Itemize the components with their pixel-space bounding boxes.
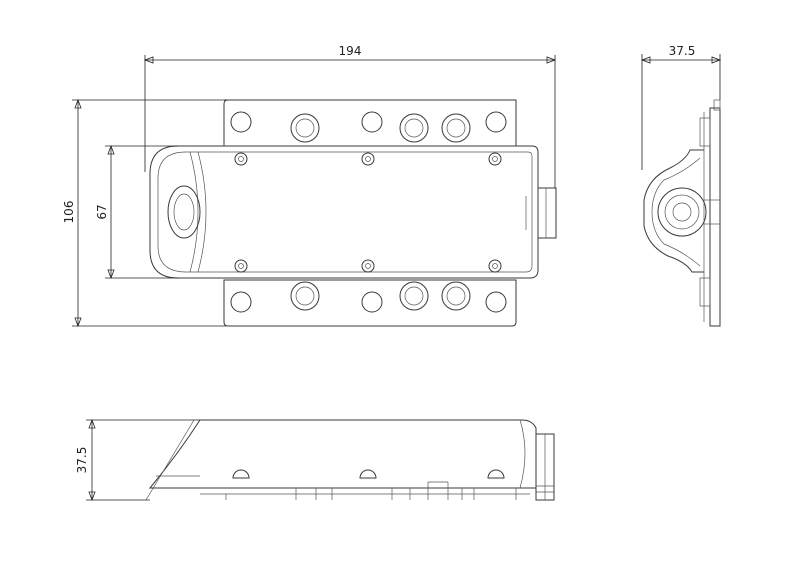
main-body-inner <box>157 151 533 273</box>
mounting-hole <box>230 291 252 313</box>
front-screw <box>232 469 250 479</box>
bushing-hole <box>290 113 320 143</box>
upper-flange-holes <box>230 111 507 143</box>
dimension-length-label: 194 <box>339 44 362 58</box>
side-body-profile <box>643 149 704 273</box>
front-chamfer <box>145 419 195 501</box>
lower-flange-holes <box>230 281 507 313</box>
inlet-port <box>167 185 201 239</box>
side-port-ring <box>664 194 700 230</box>
body-screw <box>361 152 375 166</box>
end-cap-curve <box>189 151 199 273</box>
bushing-hole <box>441 281 471 311</box>
mounting-hole <box>230 111 252 133</box>
side-plate-top <box>713 99 721 111</box>
inlet-port-bore <box>173 193 195 231</box>
side-port-bore <box>672 202 692 222</box>
bushing-hole <box>399 281 429 311</box>
dimension-inner-width-label: 67 <box>95 204 109 219</box>
dimension-front-height: 37.5 <box>75 418 200 502</box>
dimension-width-label: 106 <box>62 201 76 224</box>
mounting-hole <box>485 111 507 133</box>
mounting-hole <box>485 291 507 313</box>
front-screw <box>359 469 377 479</box>
dimension-thickness-label: 37.5 <box>669 44 696 58</box>
front-body <box>148 419 537 489</box>
side-port <box>657 187 707 237</box>
front-view: 37.5 <box>75 418 555 502</box>
dimension-inner-width: 67 <box>95 144 178 280</box>
outlet-spigot <box>537 187 557 239</box>
dimension-front-height-label: 37.5 <box>75 447 89 474</box>
bushing-hole <box>290 281 320 311</box>
body-screw <box>361 259 375 273</box>
front-base-details <box>225 481 517 500</box>
dimension-thickness: 37.5 <box>640 44 722 170</box>
body-screw <box>488 152 502 166</box>
end-cap-curve-2 <box>197 151 207 273</box>
front-end-curve <box>519 419 526 489</box>
main-body <box>149 145 539 279</box>
side-tab <box>699 277 711 307</box>
front-screws <box>232 469 505 479</box>
bushing-hole <box>399 113 429 143</box>
side-plate <box>709 107 721 327</box>
lower-flange <box>223 279 517 327</box>
body-screw <box>234 259 248 273</box>
side-view: 37.5 <box>640 44 722 327</box>
top-view: 194 106 67 <box>62 44 557 328</box>
body-screw <box>234 152 248 166</box>
dimension-width: 106 <box>62 98 226 328</box>
dimension-length: 194 <box>143 44 557 188</box>
body-screw <box>488 259 502 273</box>
side-tab <box>699 117 711 147</box>
body-screws <box>234 152 502 273</box>
side-body-profile-inner <box>651 157 701 267</box>
bushing-hole <box>441 113 471 143</box>
mounting-hole <box>361 111 383 133</box>
mounting-hole <box>361 291 383 313</box>
upper-flange <box>223 99 517 147</box>
front-screw <box>487 469 505 479</box>
